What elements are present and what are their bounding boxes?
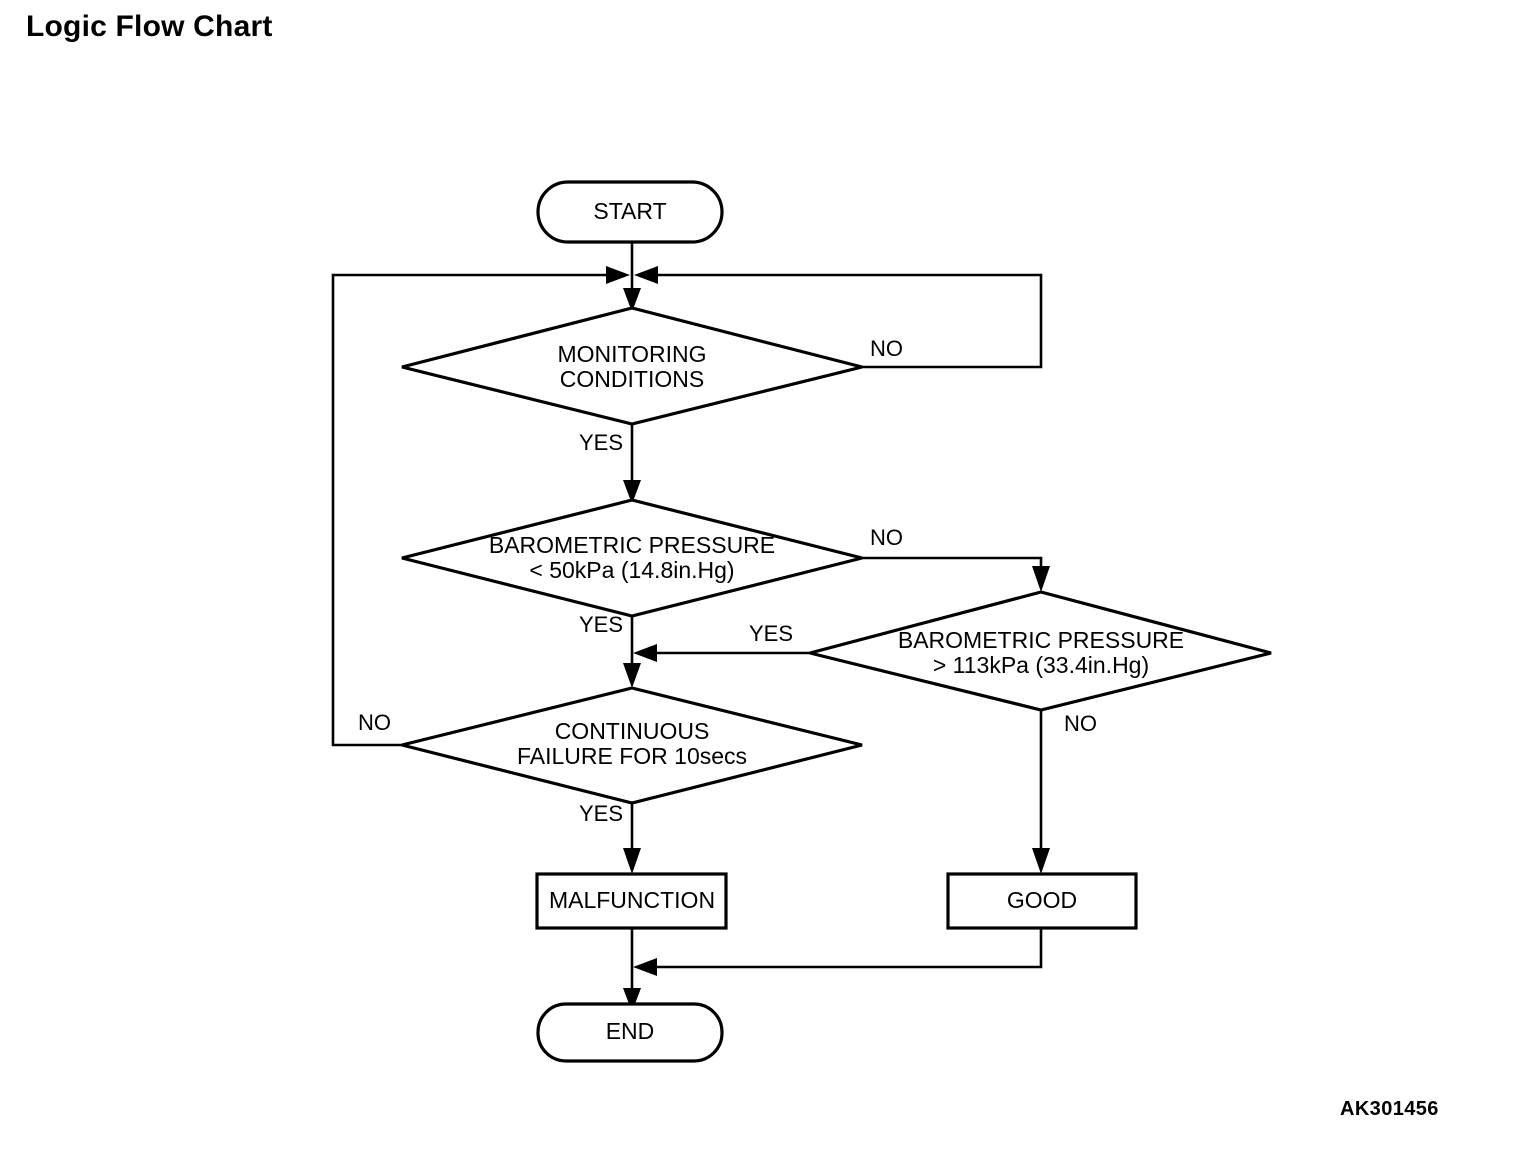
edge-label-monitoring-no: NO <box>870 336 903 361</box>
malfunction-box <box>535 872 728 930</box>
baro-high-label-line2: > 113kPa (33.4in.Hg) <box>933 652 1149 678</box>
end-stadium <box>536 1002 724 1063</box>
arrowhead-into-baro-low <box>623 480 641 504</box>
monitoring-diamond <box>401 306 863 426</box>
node-baro-low: BAROMETRIC PRESSURE < 50kPa (14.8in.Hg) <box>401 498 863 618</box>
edge-baro-low-no <box>862 556 1043 578</box>
node-monitoring-conditions: MONITORING CONDITIONS <box>401 306 863 426</box>
arrowhead-into-end <box>623 988 641 1012</box>
baro-low-label-line2: < 50kPa (14.8in.Hg) <box>529 557 734 583</box>
arrowhead-into-baro-high <box>1032 566 1050 592</box>
edge-label-monitoring-yes: YES <box>579 430 623 455</box>
arrowhead-into-failure <box>623 663 641 688</box>
monitoring-label-line2: CONDITIONS <box>560 366 704 392</box>
edge-label-baro-high-yes: YES <box>749 621 793 646</box>
start-label: START <box>593 198 666 224</box>
baro-high-diamond <box>809 590 1272 712</box>
edge-label-baro-high-no: NO <box>1064 711 1097 736</box>
arrowhead-into-monitoring <box>623 288 641 312</box>
arrowhead-good-merge <box>633 958 657 976</box>
edge-monitoring-no-feedback <box>646 273 1043 369</box>
edge-failure-no-feedback <box>331 273 618 747</box>
failure-label-line2: FAILURE FOR 10secs <box>517 743 747 769</box>
arrowhead-baro-high-yes <box>633 644 657 662</box>
node-baro-high: BAROMETRIC PRESSURE > 113kPa (33.4in.Hg) <box>809 590 1272 712</box>
edge-label-baro-low-yes: YES <box>579 612 623 637</box>
end-label: END <box>606 1018 655 1044</box>
good-label: GOOD <box>1007 887 1077 913</box>
arrowhead-feedback-right <box>634 266 658 284</box>
node-continuous-failure: CONTINUOUS FAILURE FOR 10secs <box>401 686 863 805</box>
good-box <box>946 872 1138 930</box>
failure-diamond <box>401 686 863 805</box>
arrowhead-into-good <box>1032 848 1050 874</box>
node-start: START <box>536 180 724 244</box>
page-title: Logic Flow Chart <box>26 10 273 43</box>
failure-label-line1: CONTINUOUS <box>555 718 710 744</box>
node-malfunction: MALFUNCTION <box>535 872 728 930</box>
arrowhead-into-malfunction <box>623 848 641 874</box>
arrowhead-feedback-left <box>606 266 630 284</box>
edge-label-baro-low-no: NO <box>870 525 903 550</box>
edge-good-to-end <box>646 928 1043 969</box>
figure-code: AK301456 <box>1340 1098 1439 1120</box>
node-good: GOOD <box>946 872 1138 930</box>
malfunction-label: MALFUNCTION <box>549 887 715 913</box>
start-stadium <box>536 180 724 244</box>
edge-label-failure-no: NO <box>358 710 391 735</box>
node-end: END <box>536 1002 724 1063</box>
edge-label-failure-yes: YES <box>579 801 623 826</box>
baro-high-label-line1: BAROMETRIC PRESSURE <box>898 627 1184 653</box>
baro-low-label-line1: BAROMETRIC PRESSURE <box>489 532 775 558</box>
monitoring-label-line1: MONITORING <box>557 341 706 367</box>
baro-low-diamond <box>401 498 863 618</box>
